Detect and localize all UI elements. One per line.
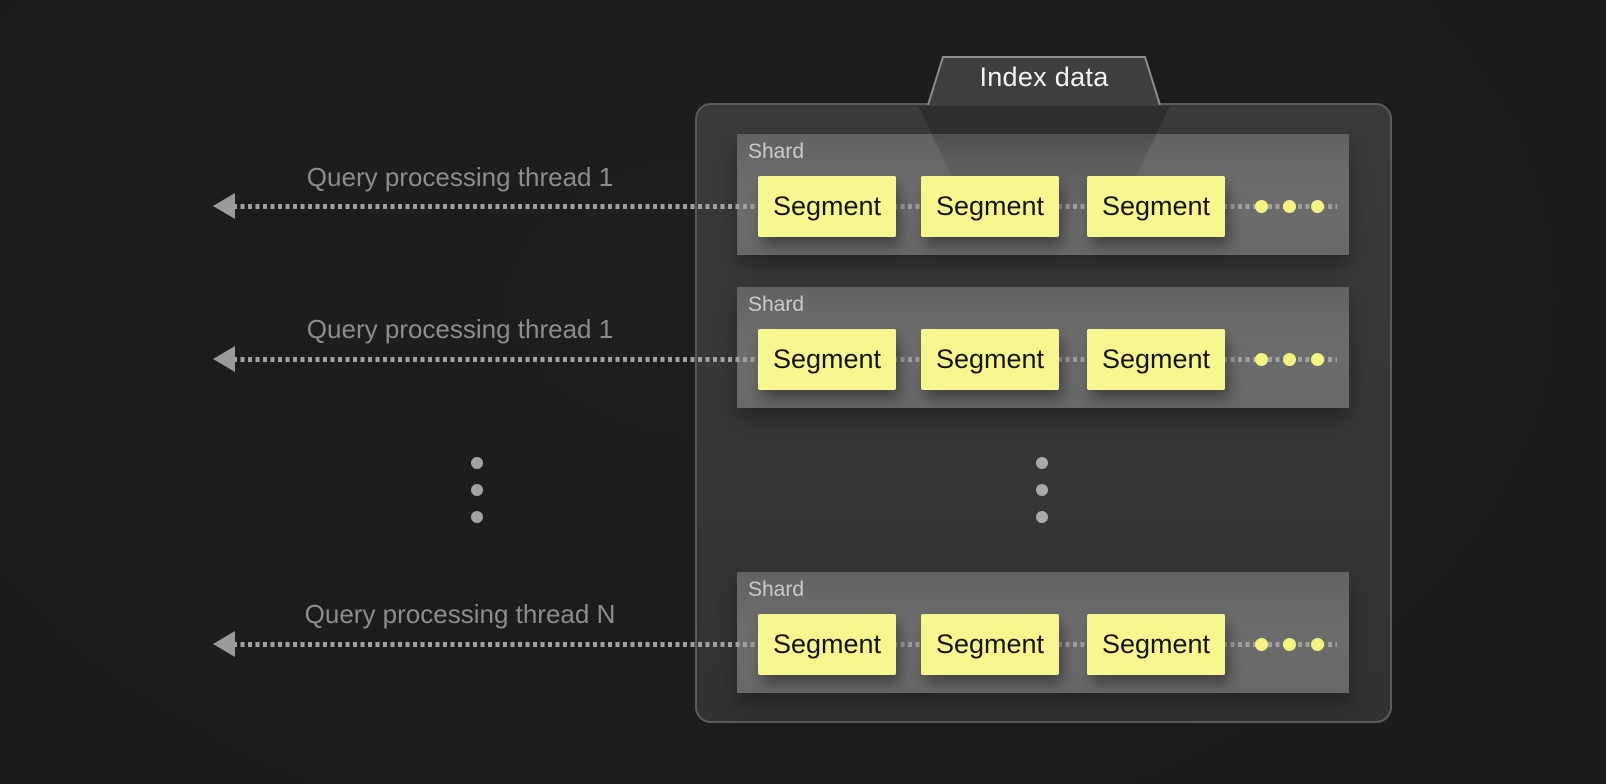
left-arrowhead-icon: [213, 346, 235, 372]
shard-box-n: Shard Segment Segment Segment: [737, 572, 1349, 693]
more-segments-ellipsis-icon: [1255, 200, 1345, 213]
shard-label: Shard: [748, 578, 805, 601]
segment-box: Segment: [1087, 329, 1225, 390]
segment-box: Segment: [758, 176, 896, 237]
vertical-ellipsis-icon: [1036, 457, 1048, 523]
vertical-ellipsis-icon: [471, 457, 483, 523]
segment-box: Segment: [758, 614, 896, 675]
shard-box-1: Shard Segment Segment Segment: [737, 134, 1349, 255]
segment-box: Segment: [921, 614, 1059, 675]
shard-label: Shard: [748, 293, 805, 316]
shard-label: Shard: [748, 140, 805, 163]
segment-box: Segment: [1087, 614, 1225, 675]
thread-label-n: Query processing thread N: [304, 599, 616, 629]
segment-box: Segment: [921, 329, 1059, 390]
more-segments-ellipsis-icon: [1255, 353, 1345, 366]
thread-label-1: Query processing thread 1: [306, 162, 614, 192]
more-segments-ellipsis-icon: [1255, 638, 1345, 651]
index-data-tab: [927, 56, 1161, 105]
segment-box: Segment: [1087, 176, 1225, 237]
segment-box: Segment: [921, 176, 1059, 237]
shard-box-2: Shard Segment Segment Segment: [737, 287, 1349, 408]
index-data-title: Index data: [979, 61, 1109, 92]
left-arrowhead-icon: [213, 631, 235, 657]
left-arrowhead-icon: [213, 193, 235, 219]
segment-box: Segment: [758, 329, 896, 390]
thread-label-2: Query processing thread 1: [306, 314, 614, 344]
